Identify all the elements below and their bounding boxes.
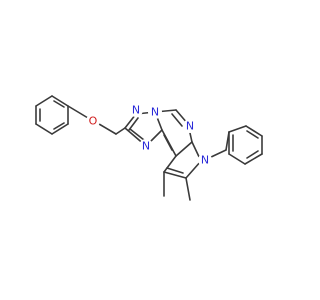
nitrogen-atom: N bbox=[139, 139, 153, 153]
atom-label-o: O bbox=[89, 115, 98, 128]
bond bbox=[185, 160, 202, 179]
atom-label-background bbox=[148, 105, 162, 119]
bond bbox=[98, 123, 117, 135]
atom-label-n: N bbox=[186, 120, 194, 133]
bond-double-inner bbox=[53, 122, 65, 130]
bond-double-inner bbox=[53, 100, 65, 108]
bond-double-inner bbox=[171, 113, 183, 127]
bond bbox=[228, 153, 246, 165]
bond-double-inner bbox=[129, 128, 145, 141]
bond-double-inner bbox=[246, 130, 259, 139]
methyl-bond bbox=[185, 177, 191, 201]
atom-label-n: N bbox=[151, 106, 159, 119]
oxygen-atom: O bbox=[86, 114, 100, 128]
phenoxymethyl-linker bbox=[67, 105, 126, 135]
pyrimidine-ring bbox=[154, 109, 193, 157]
bond bbox=[228, 125, 247, 133]
bond bbox=[244, 153, 263, 165]
bond bbox=[115, 127, 126, 135]
bond bbox=[51, 95, 69, 107]
atom-label-background bbox=[198, 153, 212, 167]
nitrogen-atom: N bbox=[198, 153, 212, 167]
bond bbox=[35, 123, 53, 135]
bond bbox=[175, 141, 193, 157]
atom-label-n: N bbox=[132, 104, 140, 117]
structure-canvas: O N N N N N bbox=[35, 95, 263, 201]
atom-label-background bbox=[86, 114, 100, 128]
nitrogen-atom: N bbox=[129, 103, 143, 117]
chemical-structure-diagram: O N N N N N bbox=[35, 95, 263, 201]
atom-label-background bbox=[183, 119, 197, 133]
n-phenyl-ring bbox=[208, 125, 263, 165]
nitrogen-atom: N bbox=[148, 105, 162, 119]
bond-double-inner bbox=[128, 117, 139, 131]
bond-double-inner bbox=[163, 134, 173, 151]
atom-labels: O N N N N N bbox=[86, 103, 212, 167]
bond-double-inner bbox=[166, 167, 184, 174]
bond bbox=[51, 123, 69, 135]
atom-label-n: N bbox=[201, 154, 209, 167]
bond bbox=[245, 125, 263, 137]
atom-label-n: N bbox=[142, 140, 150, 153]
bond bbox=[35, 95, 53, 107]
atom-label-background bbox=[139, 139, 153, 153]
nitrogen-atom: N bbox=[183, 119, 197, 133]
phenoxy-phenyl-ring bbox=[35, 95, 69, 135]
methyl-groups bbox=[163, 171, 191, 201]
bond bbox=[163, 171, 187, 179]
bond bbox=[67, 105, 89, 119]
bond-double-inner bbox=[246, 150, 259, 159]
atom-label-background bbox=[129, 103, 143, 117]
bond bbox=[163, 155, 177, 173]
pyrrole-ring bbox=[163, 141, 202, 179]
bond bbox=[208, 149, 227, 159]
